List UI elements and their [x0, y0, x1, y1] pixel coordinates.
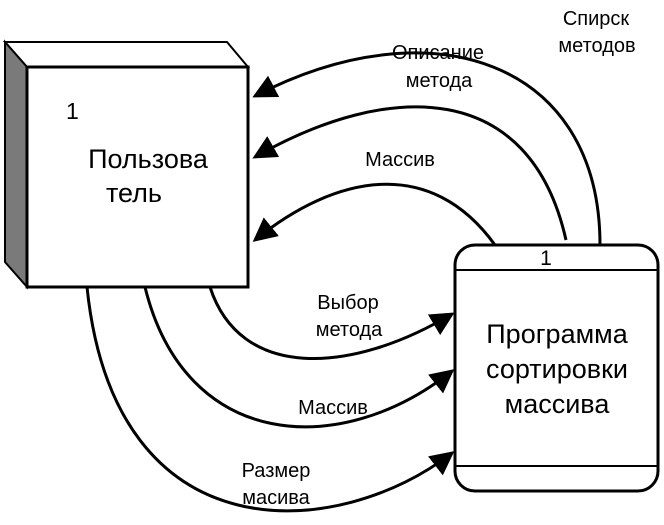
flow-array-size-arrow: [85, 286, 455, 513]
process-name-line-1: Программа: [486, 319, 628, 349]
flow-label-array-in: Массив: [298, 397, 368, 419]
flow-method-description-arrow: [252, 105, 568, 241]
process-sorting-program: 1 Программа сортировки массива: [453, 243, 660, 493]
flow-array-in-arrow: [143, 286, 455, 429]
entity-number: 1: [66, 98, 79, 124]
flow-method-choice-arrow: [208, 286, 455, 361]
flow-label-method-choice-line-1: Выбор: [317, 292, 378, 314]
process-name-line-2: сортировки: [486, 354, 628, 384]
flow-label-methods-list: Спирск методов: [558, 8, 635, 57]
flow-label-method-choice: Выбор метода: [316, 292, 383, 341]
entity-front-face: [25, 65, 250, 289]
flow-methods-list-arrow: [252, 51, 602, 246]
flow-label-array-size-line-2: масива: [242, 487, 310, 509]
flow-label-array-out: Массив: [365, 149, 435, 171]
flow-label-method-choice-line-2: метода: [316, 319, 383, 341]
flow-array-out-arrow: [252, 182, 497, 246]
flow-label-array-size: Размер масива: [242, 460, 311, 509]
flow-label-method-description: Описание метода: [392, 42, 484, 92]
entity-top-face: [2, 41, 251, 68]
process-name-line-3: массива: [505, 389, 611, 419]
flow-label-methods-list-line-1: Спирск: [563, 8, 630, 30]
entity-side-face: [4, 39, 28, 290]
process-box: [453, 243, 660, 493]
entity-name-line-1: Пользова: [88, 144, 209, 174]
entity-name-line-2: тель: [106, 178, 162, 208]
external-entity-user: 1 Пользова тель: [2, 39, 251, 290]
flow-label-method-description-line-2: метода: [406, 70, 473, 92]
process-number: 1: [540, 247, 552, 270]
flow-label-method-description-line-1: Описание: [392, 42, 484, 64]
flow-label-array-size-line-1: Размер: [242, 460, 311, 482]
flow-label-methods-list-line-2: методов: [558, 35, 635, 57]
